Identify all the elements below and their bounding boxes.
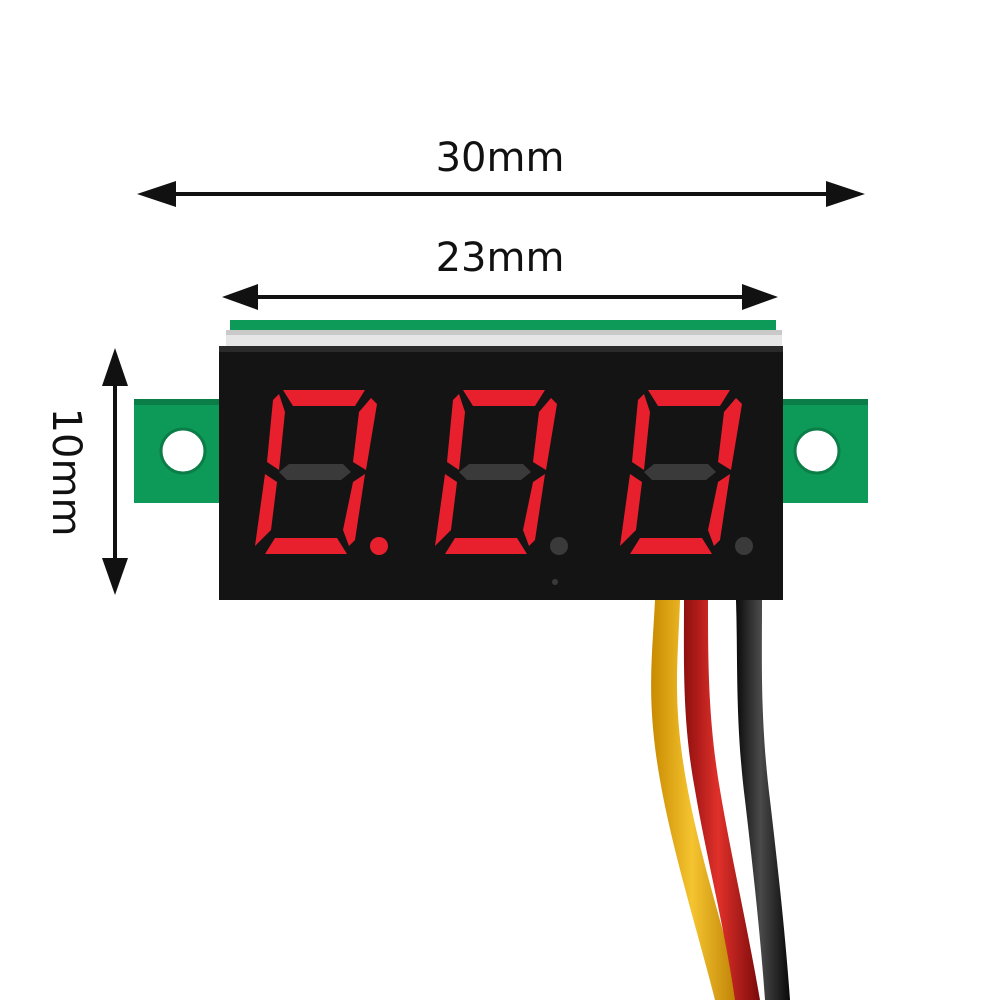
- digit-1-segment-b: [353, 398, 377, 470]
- mounting-ear-left: [134, 399, 224, 503]
- seven-segment-display: [255, 390, 753, 555]
- wires: [651, 600, 790, 1000]
- red-wire: [683, 600, 760, 1000]
- digit-2-segment-d: [445, 538, 527, 554]
- digit-3-segment-b: [718, 398, 742, 470]
- dimension-label-23mm: 23mm: [435, 235, 565, 281]
- digit-2-segment-c: [523, 474, 545, 546]
- digit-3-segment-c: [708, 474, 730, 546]
- digit-3-segment-f: [632, 394, 650, 470]
- dimension-arrow-10mm: [102, 348, 128, 595]
- digit-2-decimal-point: [550, 537, 568, 555]
- digit-1-segment-g: [279, 464, 351, 480]
- mounting-ear-right: [776, 399, 868, 503]
- dimension-arrow-23mm: [222, 284, 778, 310]
- digit-2-segment-e: [435, 474, 457, 546]
- digit-3-segment-a: [648, 390, 730, 406]
- digit-1-segment-a: [283, 390, 365, 406]
- black-wire: [736, 600, 790, 1000]
- digit-1-segment-f: [267, 394, 285, 470]
- digit-1-segment-c: [343, 474, 365, 546]
- dimension-label-10mm: 10mm: [43, 407, 89, 537]
- digit-3-segment-g: [644, 464, 716, 480]
- digit-2-segment-a: [463, 390, 545, 406]
- dimension-arrow-30mm: [137, 181, 865, 207]
- digit-1-segment-d: [265, 538, 347, 554]
- digit-3-segment-d: [630, 538, 712, 554]
- digit-1-decimal-point: [370, 537, 388, 555]
- digit-2-segment-g: [459, 464, 531, 480]
- digit-3-decimal-point: [735, 537, 753, 555]
- dimension-label-30mm: 30mm: [435, 135, 565, 181]
- digit-3-segment-e: [620, 474, 642, 546]
- digit-1-segment-e: [255, 474, 277, 546]
- digit-2-segment-b: [533, 398, 557, 470]
- yellow-wire: [651, 600, 742, 1000]
- digit-2-segment-f: [447, 394, 465, 470]
